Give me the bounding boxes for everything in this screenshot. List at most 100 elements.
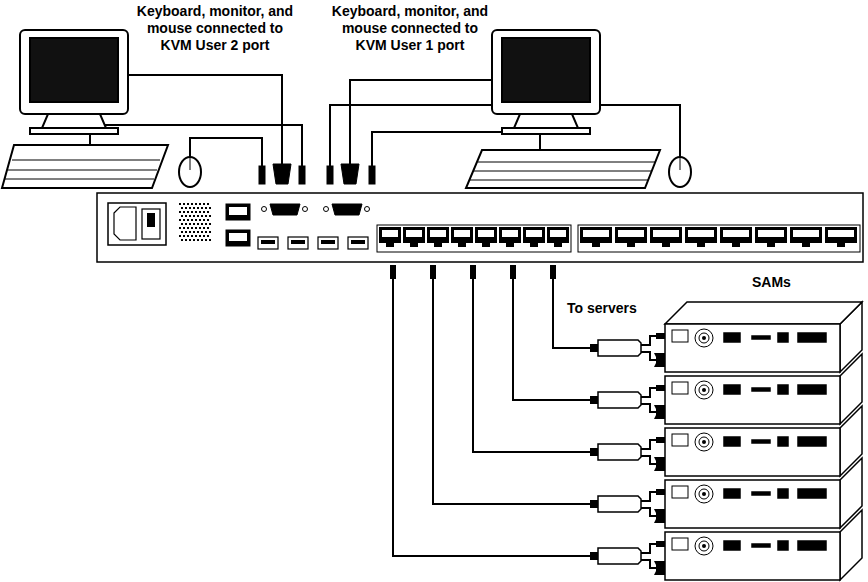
- kvm-switch-part-part: [406, 230, 422, 237]
- kvm-switch-part-part: [189, 215, 191, 217]
- servers-part-part: [699, 437, 709, 447]
- kvm-switch-part-part: [758, 230, 784, 237]
- computer-user1-part: [492, 30, 600, 114]
- server-cables-part: [510, 265, 516, 279]
- computer-user1-part: [466, 150, 660, 188]
- computer-user1-part: [470, 162, 655, 180]
- servers-part-part: [672, 434, 688, 446]
- kvm-switch-part-part: [181, 239, 183, 241]
- kvm-switch-part-part: [185, 223, 187, 225]
- servers: [665, 302, 862, 580]
- kvm-switch-part: [226, 230, 250, 246]
- servers-part-part: [695, 485, 713, 503]
- kvm-switch-part-part: [187, 235, 189, 237]
- kvm-switch-part-part: [209, 207, 211, 209]
- kvm-switch-part-part: [828, 230, 854, 237]
- kvm-switch-part-part: [351, 240, 365, 244]
- servers-part-part: [695, 381, 713, 399]
- kvm-switch-part-part: [618, 230, 644, 237]
- user2-label: Keyboard, monitor, and mouse connected t…: [135, 3, 295, 54]
- kvm-switch-part-part: [183, 203, 185, 205]
- kvm-switch-part-part: [321, 240, 335, 244]
- cable-connectors-part: [259, 166, 265, 184]
- server-cables-part: [641, 456, 656, 464]
- server-cables-part: [590, 552, 598, 560]
- cable-connectors-part: [341, 164, 359, 184]
- server-cables-part: [641, 336, 658, 345]
- servers-part-part: [724, 541, 740, 550]
- server-cables-part: [590, 448, 598, 456]
- kvm-switch-part-part: [179, 203, 181, 205]
- kvm-switch-part-part: [547, 227, 569, 247]
- kvm-switch-part-part: [382, 230, 398, 237]
- kvm-switch-part-part: [189, 223, 191, 225]
- servers-part-part: [778, 541, 788, 550]
- server-cables-part: [641, 544, 658, 553]
- servers-part-part: [778, 333, 788, 342]
- computer-user2-part: [190, 158, 191, 170]
- kvm-switch-part-part: [187, 203, 189, 205]
- kvm-switch-part-part: [193, 223, 195, 225]
- kvm-switch-part: [270, 204, 300, 215]
- kvm-switch-part-part: [205, 239, 207, 241]
- servers-part-part: [798, 385, 826, 394]
- server-cables-part: [641, 352, 656, 360]
- server-cables-part: [641, 404, 656, 412]
- servers-part-part: [672, 330, 688, 342]
- server-cables-part: [598, 340, 641, 356]
- kvm-switch-part: [303, 207, 308, 212]
- servers-part-part: [699, 541, 709, 551]
- kvm-switch-part-part: [195, 227, 197, 229]
- kvm-switch-part-part: [653, 230, 679, 237]
- kvm-switch-part-part: [720, 227, 752, 247]
- kvm-switch-part-part: [209, 223, 211, 225]
- user-cables-part: [190, 138, 262, 168]
- kvm-switch-part-part: [427, 227, 449, 247]
- kvm-switch-part-part: [685, 227, 717, 247]
- servers-part-part: [798, 541, 826, 550]
- kvm-switch-part: [229, 207, 247, 215]
- kvm-switch-part-part: [191, 219, 193, 221]
- kvm-switch-part-part: [183, 235, 185, 237]
- server-cables-part: [641, 388, 658, 397]
- cable-connectors-part: [327, 166, 333, 184]
- computer-user2-part: [30, 38, 118, 102]
- servers-part-part: [724, 385, 740, 394]
- servers-part-part: [672, 486, 688, 498]
- server-cables-part: [598, 444, 641, 460]
- kvm-switch-part-part: [195, 211, 197, 213]
- servers-part-part: [752, 492, 770, 495]
- kvm-switch-part-part: [201, 223, 203, 225]
- servers-part-part: [798, 333, 826, 342]
- servers-part-part: [752, 440, 770, 443]
- kvm-switch-part-part: [187, 219, 189, 221]
- kvm-switch-part: [365, 207, 370, 212]
- kvm-switch-part-part: [197, 215, 199, 217]
- kvm-switch-part-part: [790, 227, 822, 247]
- kvm-switch-part-part: [205, 215, 207, 217]
- servers-part-part: [672, 538, 688, 550]
- server-cables-part: [641, 508, 656, 516]
- servers-part-part: [752, 336, 770, 339]
- servers-part-part: [778, 489, 788, 498]
- kvm-switch-part-part: [203, 203, 205, 205]
- kvm-switch-part-part: [187, 227, 189, 229]
- server-cables-part: [656, 437, 665, 443]
- kvm-switch-part-part: [723, 230, 749, 237]
- kvm-switch-part-part: [475, 227, 497, 247]
- computer-user2-part: [30, 128, 118, 134]
- kvm-switch-part-part: [179, 219, 181, 221]
- kvm-switch-part-part: [185, 207, 187, 209]
- server-cables-part: [590, 500, 598, 508]
- servers-part: [665, 302, 862, 372]
- computer-user2-part: [20, 30, 128, 114]
- kvm-switch-part-part: [550, 230, 566, 237]
- kvm-switch-part: [142, 209, 160, 239]
- kvm-switch-part-part: [258, 237, 278, 249]
- kvm-switch-part-part: [430, 230, 446, 237]
- kvm-switch-part-part: [195, 235, 197, 237]
- kvm-switch-part-part: [193, 231, 195, 233]
- kvm-switch-part-part: [755, 227, 787, 247]
- kvm-switch-part-part: [179, 227, 181, 229]
